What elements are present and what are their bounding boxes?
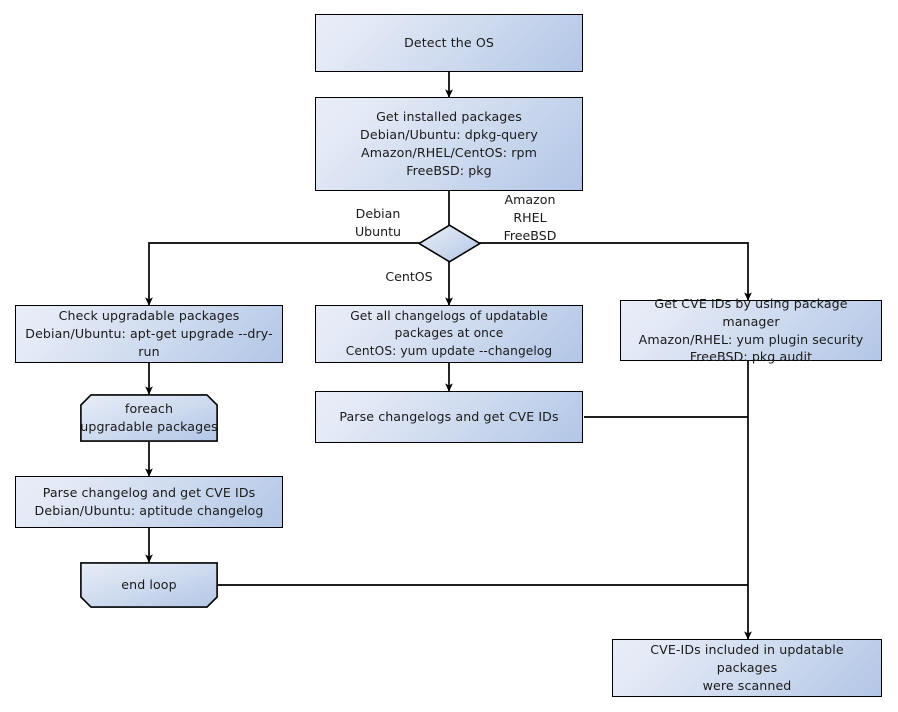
node-end-loop[interactable]: end loop [80, 562, 218, 608]
edge-label-amazon-rhel-freebsd: Amazon RHEL FreeBSD [503, 192, 557, 243]
node-get-all-changelogs[interactable]: Get all changelogs of updatable packages… [315, 305, 583, 363]
node-get-installed-packages-label: Get installed packages Debian/Ubuntu: dp… [360, 109, 538, 178]
node-parse-changelog-get-cve-ids-label: Parse changelog and get CVE IDs Debian/U… [34, 485, 264, 518]
node-parse-changelogs-get-cve-ids-label: Parse changelogs and get CVE IDs [339, 409, 559, 425]
diamond-shape [417, 224, 482, 263]
node-get-cve-ids-package-manager-label: Get CVE IDs by using package manager Ama… [638, 295, 864, 365]
node-end-loop-label: end loop [121, 577, 177, 593]
node-cve-ids-scanned[interactable]: CVE-IDs included in updatable packages w… [612, 639, 882, 697]
node-get-installed-packages[interactable]: Get installed packages Debian/Ubuntu: dp… [315, 97, 583, 191]
node-detect-os-label: Detect the OS [404, 35, 494, 51]
node-detect-os[interactable]: Detect the OS [315, 14, 583, 72]
edge-decision-to-cve-pkgmgr [478, 242, 752, 301]
node-os-decision[interactable] [417, 224, 482, 263]
loop-end-shape [80, 562, 218, 608]
node-check-upgradable-packages[interactable]: Check upgradable packages Debian/Ubuntu:… [15, 305, 283, 363]
node-parse-changelog-get-cve-ids[interactable]: Parse changelog and get CVE IDs Debian/U… [15, 476, 283, 528]
edge-label-debian-ubuntu: Debian Ubuntu [354, 206, 402, 239]
node-cve-ids-scanned-label: CVE-IDs included in updatable packages w… [650, 642, 844, 693]
node-parse-changelogs-get-cve-ids[interactable]: Parse changelogs and get CVE IDs [315, 391, 583, 443]
loop-start-shape [80, 394, 218, 442]
node-foreach-upgradable-packages[interactable]: foreach upgradable packages [80, 394, 218, 442]
node-get-cve-ids-package-manager[interactable]: Get CVE IDs by using package manager Ama… [620, 296, 882, 364]
node-check-upgradable-packages-label: Check upgradable packages Debian/Ubuntu:… [25, 308, 273, 359]
node-get-all-changelogs-label: Get all changelogs of updatable packages… [345, 309, 553, 358]
edge-label-centos: CentOS [385, 269, 433, 284]
node-foreach-upgradable-packages-label: foreach upgradable packages [80, 401, 218, 434]
